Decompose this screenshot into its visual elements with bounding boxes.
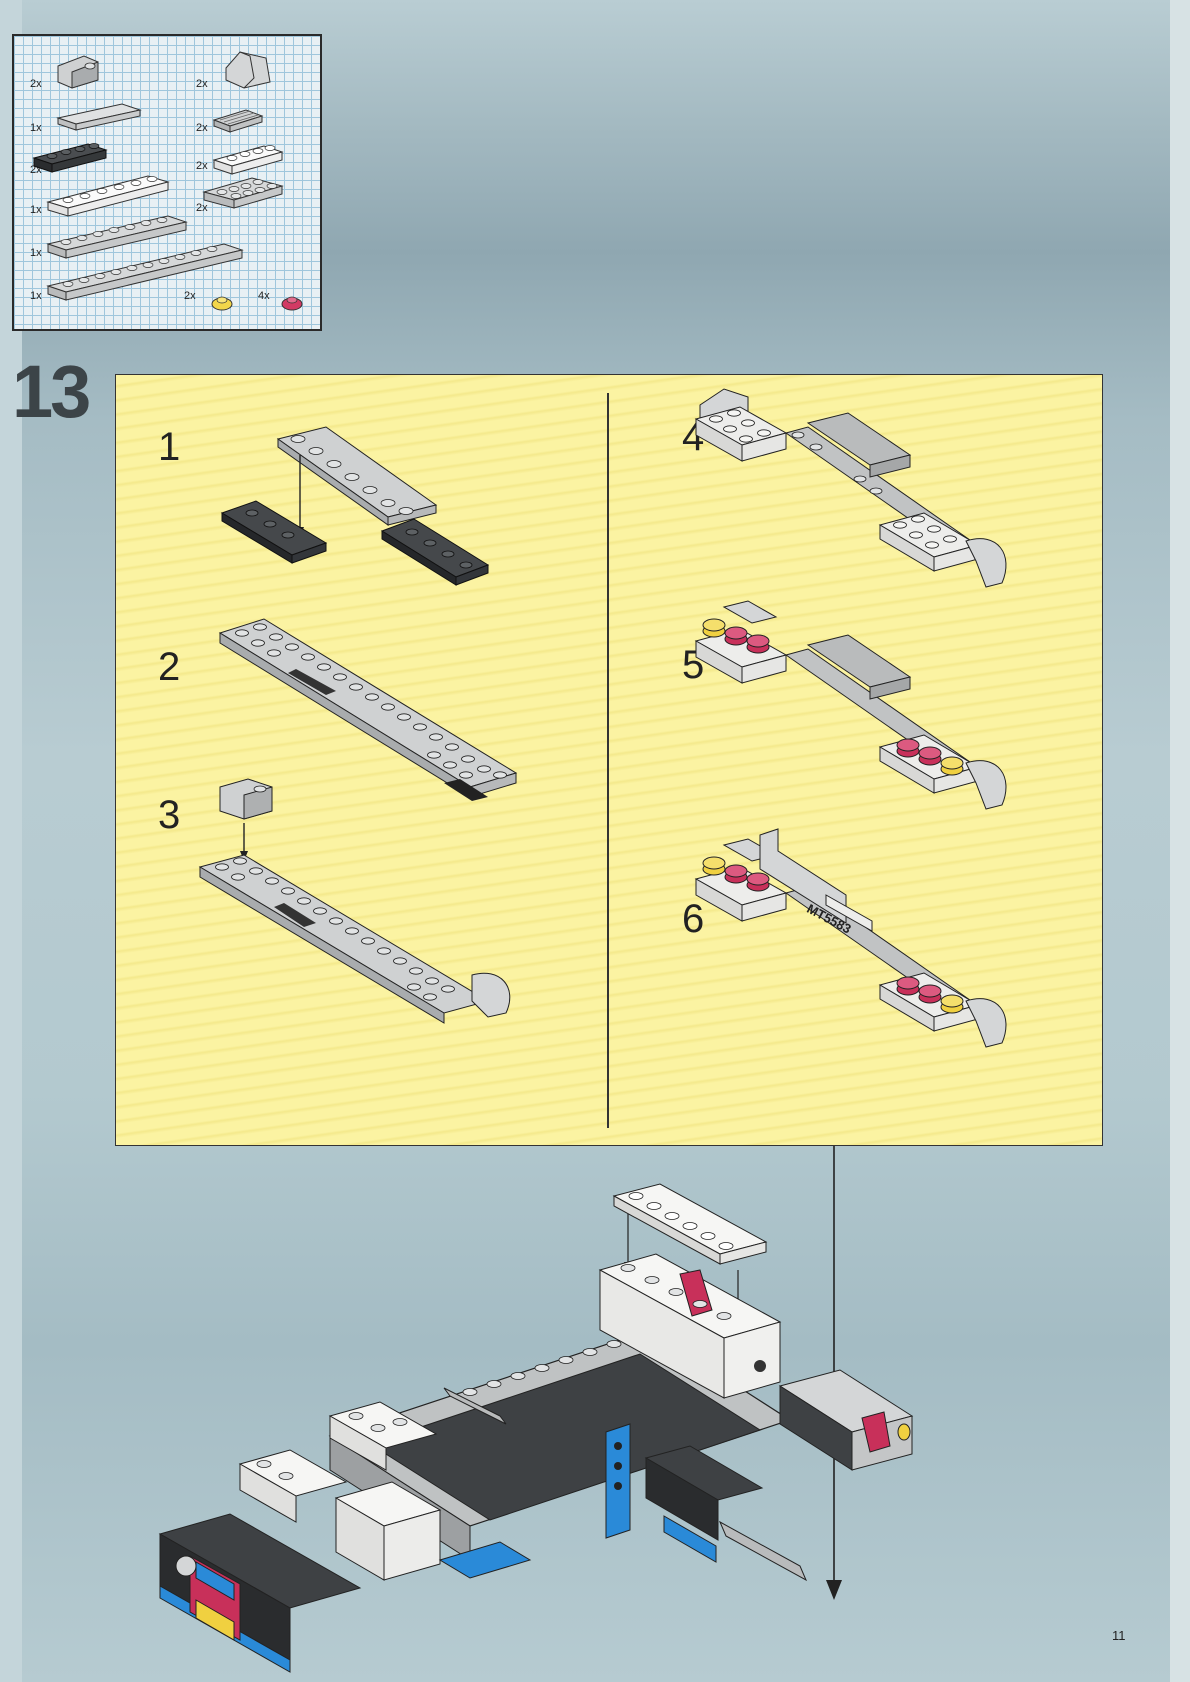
- red-round-plate-icon: [725, 865, 941, 1003]
- parts-inventory-box: 2x 2x 1x 2x 2x 2x 1x 2x 1x 1x 2x 4x: [12, 34, 322, 331]
- grey-wedge-brick-icon: [226, 52, 270, 88]
- inventory-parts-drawing: [14, 36, 324, 333]
- white-plate-1x6-icon: [48, 176, 168, 216]
- grey-tile-1x6-icon: [58, 104, 140, 130]
- yellow-round-plate-icon: [703, 857, 725, 875]
- vehicle-chassis: [160, 1254, 912, 1672]
- substep-label-1: 1: [158, 427, 180, 467]
- black-plate-1x4-icon: [34, 144, 106, 173]
- red-round-plate-icon: [282, 297, 302, 310]
- right-margin-strip: [1170, 0, 1190, 1682]
- grey-slope-brick-icon: [58, 56, 98, 88]
- grey-plate-1x8-icon: [48, 216, 186, 258]
- grey-grille-tile-icon: [214, 110, 262, 132]
- grey-plate-2x4-icon: [204, 178, 282, 208]
- white-plate-1x4-icon: [214, 146, 282, 175]
- substep-4-drawing: [696, 375, 1036, 615]
- substep-3-drawing: [200, 775, 540, 1025]
- yellow-round-plate-icon: [941, 757, 963, 775]
- yellow-round-plate-icon: [941, 995, 963, 1013]
- yellow-round-plate-icon: [212, 297, 232, 310]
- substep-label-2: 2: [158, 647, 180, 687]
- step-number: 13: [12, 355, 88, 429]
- attach-arrow-icon: [826, 1146, 842, 1600]
- page-number: 11: [1112, 1628, 1126, 1643]
- substep-1-drawing: [216, 415, 536, 595]
- substeps-panel: 1 2 3 4 5 6: [115, 374, 1103, 1146]
- yellow-round-plate-icon: [703, 619, 725, 637]
- substep-label-3: 3: [158, 795, 180, 835]
- white-plate-1x6-icon: [614, 1184, 766, 1324]
- panel-divider: [607, 393, 609, 1128]
- substep-6-drawing: MT5583: [696, 835, 1036, 1085]
- substep-5-drawing: [696, 597, 1036, 847]
